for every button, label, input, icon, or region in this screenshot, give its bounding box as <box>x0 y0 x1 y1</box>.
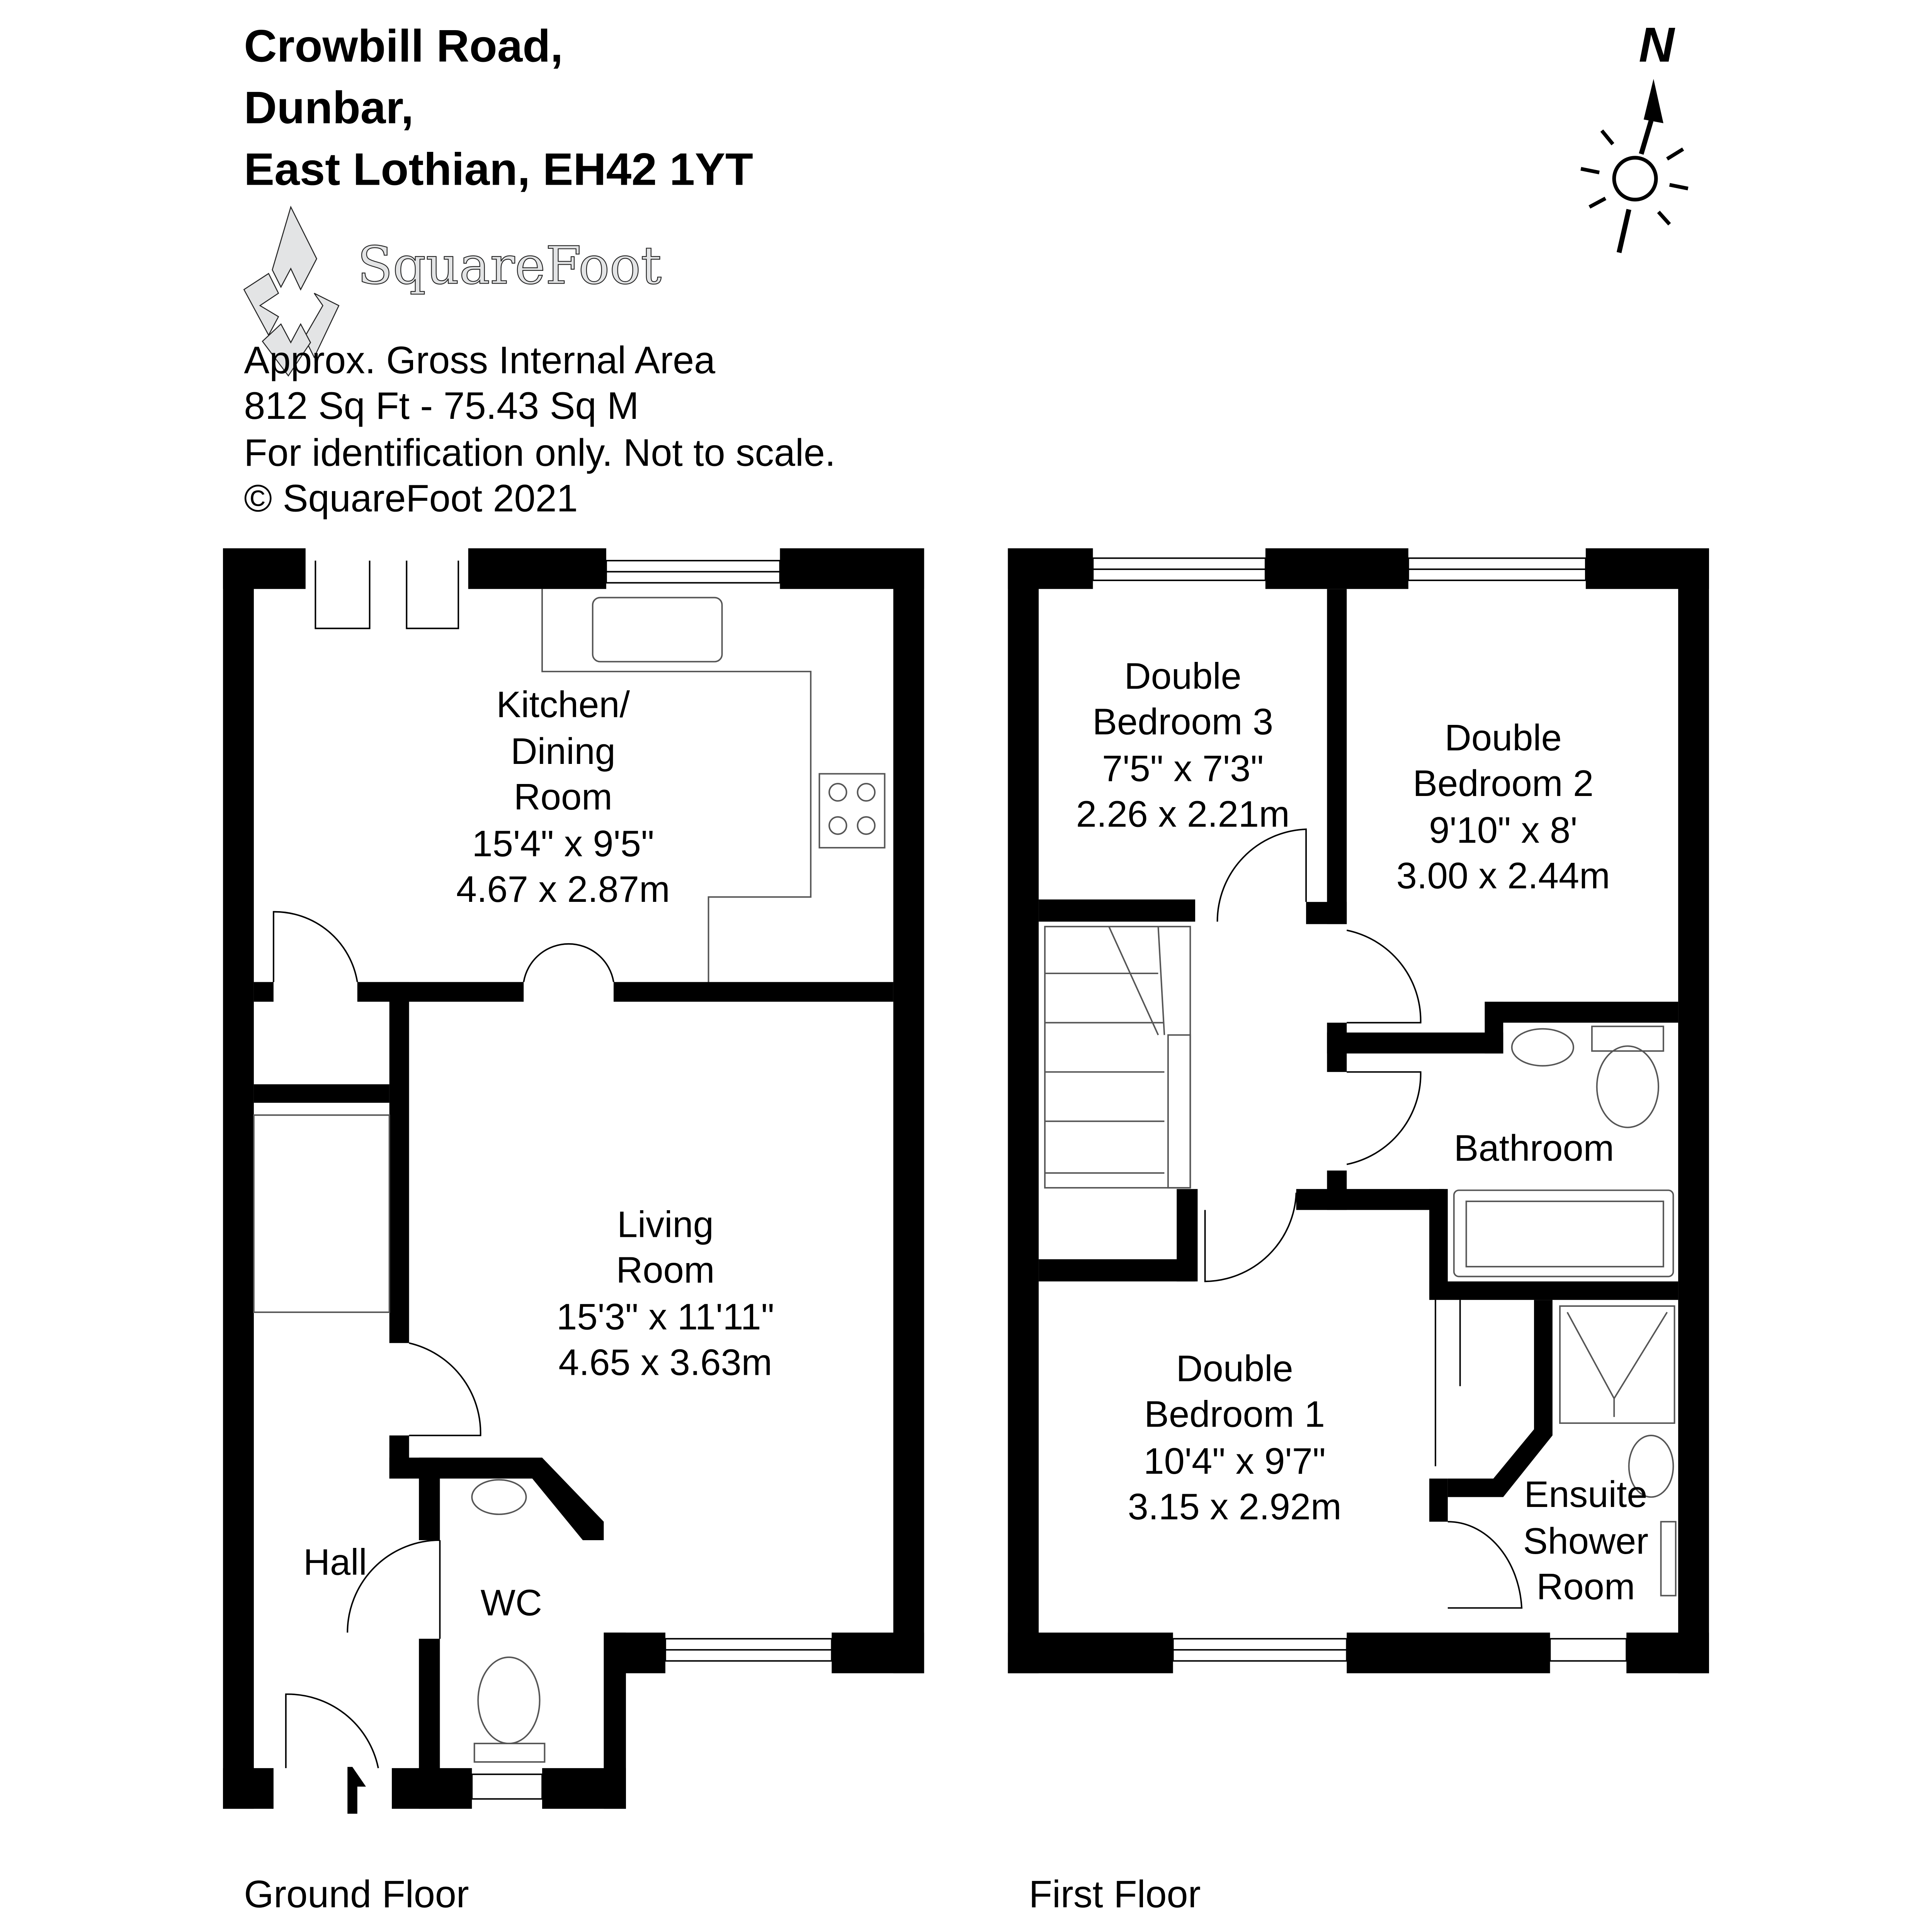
living-label: Room <box>616 1250 714 1291</box>
kitchen-label: Kitchen/ <box>496 684 630 725</box>
ensuite-label: Ensuite <box>1524 1474 1647 1515</box>
windows-doors <box>272 560 833 1800</box>
entrance-arrow-icon <box>347 1767 366 1814</box>
bedroom1-dimensions: 3.15 x 2.92m <box>1128 1486 1342 1527</box>
bedroom3-label: Bedroom 3 <box>1092 701 1273 743</box>
ensuite-label: Shower <box>1523 1520 1648 1562</box>
bathroom-label: Bathroom <box>1454 1128 1614 1169</box>
ground-floor-label: Ground Floor <box>244 1873 469 1915</box>
kitchen-label: Dining <box>511 731 616 772</box>
squarefoot-logo: SquareFoot <box>243 206 662 377</box>
north-compass-icon: N <box>1580 17 1689 253</box>
kitchen-dimensions: 15'4" x 9'5" <box>472 823 654 864</box>
bedroom2-dimensions: 9'10" x 8' <box>1429 810 1577 851</box>
info-line: 812 Sq Ft - 75.43 Sq M <box>244 384 639 427</box>
address-line: East Lothian, EH42 1YT <box>244 144 753 195</box>
kitchen-dimensions: 4.67 x 2.87m <box>456 869 670 910</box>
address-line: Dunbar, <box>244 82 413 133</box>
info-line: Approx. Gross Internal Area <box>244 339 715 381</box>
living-label: Living <box>617 1204 714 1245</box>
first-floor-label: First Floor <box>1029 1873 1201 1915</box>
ensuite-label: Room <box>1536 1566 1635 1607</box>
living-dimensions: 15'3" x 11'11" <box>556 1296 774 1338</box>
bedroom3-dimensions: 7'5" x 7'3" <box>1102 748 1264 789</box>
info-line: For identification only. Not to scale. <box>244 431 835 474</box>
first-floor-plan: Double Bedroom 3 7'5" x 7'3" 2.26 x 2.21… <box>1008 548 1709 1915</box>
bedroom1-label: Bedroom 1 <box>1144 1394 1325 1435</box>
ground-floor-plan: Kitchen/ Dining Room 15'4" x 9'5" 4.67 x… <box>223 548 924 1915</box>
info-line: © SquareFoot 2021 <box>244 477 578 519</box>
logo-text: SquareFoot <box>357 235 662 296</box>
windows-doors <box>1092 557 1628 1662</box>
bedroom3-dimensions: 2.26 x 2.21m <box>1076 794 1290 835</box>
kitchen-fittings <box>253 589 886 1763</box>
address: Crowbill Road, Dunbar, East Lothian, EH4… <box>244 20 753 195</box>
bedroom3-label: Double <box>1124 656 1242 697</box>
address-line: Crowbill Road, <box>244 20 563 71</box>
stairs-and-fittings <box>1044 926 1677 1597</box>
walls <box>1008 548 1709 1673</box>
bedroom1-label: Double <box>1176 1348 1293 1389</box>
hall-label: Hall <box>303 1541 367 1583</box>
kitchen-label: Room <box>514 776 612 818</box>
bedroom2-dimensions: 3.00 x 2.44m <box>1396 855 1610 896</box>
walls <box>223 548 924 1809</box>
bedroom1-dimensions: 10'4" x 9'7" <box>1143 1440 1325 1482</box>
room-labels: Kitchen/ Dining Room 15'4" x 9'5" 4.67 x… <box>303 684 774 1624</box>
living-dimensions: 4.65 x 3.63m <box>558 1342 772 1383</box>
room-labels: Double Bedroom 3 7'5" x 7'3" 2.26 x 2.21… <box>1076 656 1648 1608</box>
north-label: N <box>1639 17 1675 72</box>
wc-label: WC <box>481 1582 542 1623</box>
bedroom2-label: Double <box>1445 717 1562 759</box>
area-info: Approx. Gross Internal Area 812 Sq Ft - … <box>244 339 835 519</box>
bedroom2-label: Bedroom 2 <box>1413 763 1594 804</box>
